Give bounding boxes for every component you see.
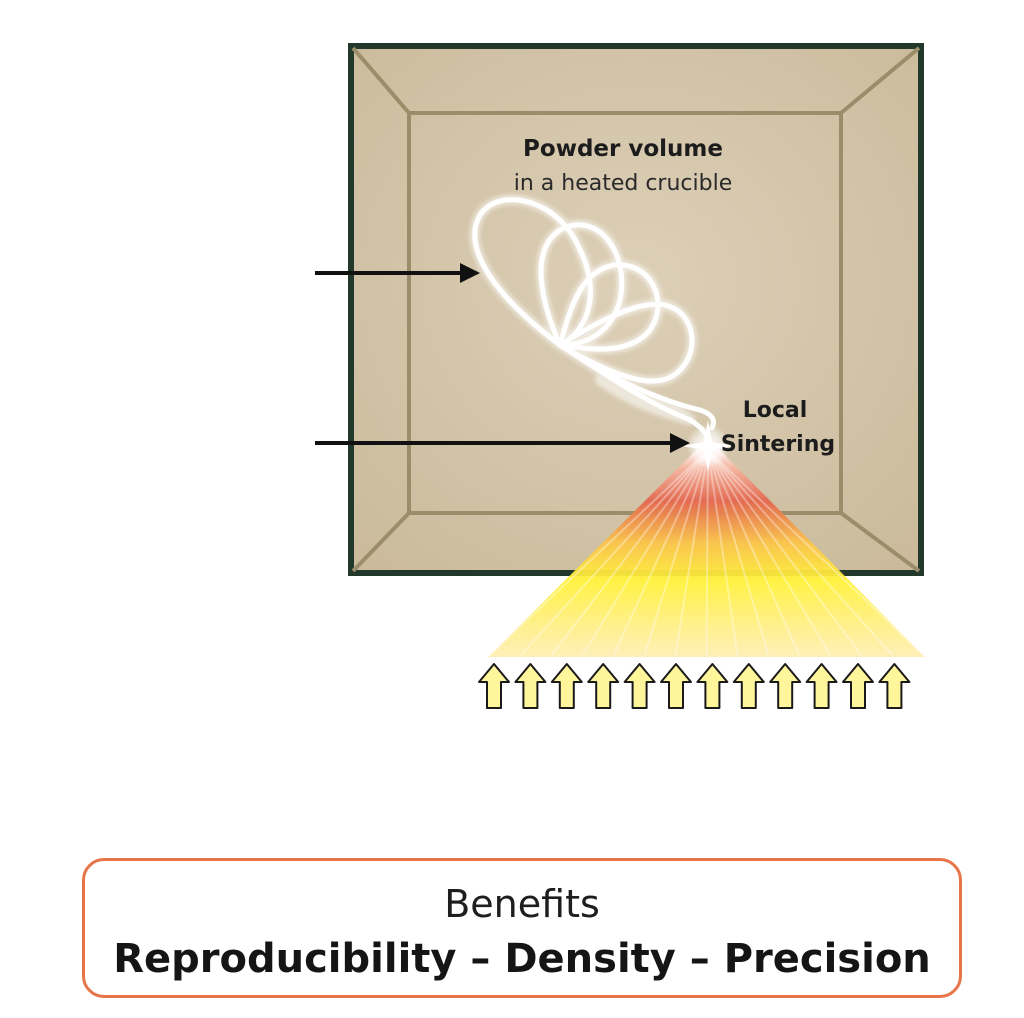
sintering-label-line2: Sintering	[721, 432, 835, 457]
arrow-up-icon	[660, 663, 692, 709]
beam-ray	[707, 449, 862, 656]
chamber-perspective-lines	[351, 46, 921, 573]
chamber-edge-top-right	[839, 46, 921, 115]
arrow-up-icon	[842, 663, 874, 709]
powder-trajectory	[469, 194, 716, 443]
arrow-up-icon	[732, 663, 765, 709]
beam-ray	[489, 449, 709, 656]
arrow-right-icon	[315, 433, 690, 453]
chamber-edge-bottom-left	[351, 511, 411, 573]
beam-ray	[707, 449, 893, 656]
beam-ray	[520, 449, 709, 656]
arrow-up-icon	[550, 663, 583, 709]
beam-ray	[707, 449, 924, 656]
arrow-up-icon	[623, 663, 656, 709]
beam-ray	[612, 449, 709, 656]
crucible-label-title: Powder volume	[523, 136, 723, 162]
arrow-up-icon	[696, 663, 729, 709]
chamber-edge-bottom-right	[839, 511, 921, 573]
arrow-right-icon	[315, 263, 480, 283]
arrow-up-icon	[587, 663, 620, 709]
beam-ray	[705, 449, 709, 656]
beam-ray	[707, 449, 770, 656]
sintering-label-line1: Local	[743, 398, 808, 423]
beam-ray	[643, 449, 709, 656]
chamber-back-wall	[407, 111, 843, 515]
beam-ray	[707, 449, 832, 656]
benefits-title: Benefits	[444, 882, 600, 926]
beam-ray	[551, 449, 709, 656]
arrow-up-icon	[769, 663, 802, 709]
trajectory-loops	[472, 197, 716, 443]
benefits-box: Benefits Reproducibility – Density – Pre…	[82, 858, 962, 998]
beam-ray	[674, 449, 709, 656]
arrow-up-icon	[805, 663, 838, 709]
chamber-edge-top-left	[351, 46, 411, 115]
arrow-up-icon	[514, 663, 547, 709]
crucible-label-subtitle: in a heated crucible	[514, 171, 733, 196]
benefits-list: Reproducibility – Density – Precision	[113, 936, 931, 982]
beam-ray	[581, 449, 709, 656]
beam-ray	[707, 449, 739, 656]
sparkle-icon	[682, 420, 734, 472]
arrow-up-icon	[878, 663, 911, 709]
heat-arrows-row	[478, 663, 911, 709]
beam-ray	[707, 449, 801, 656]
arrow-up-icon	[478, 663, 510, 709]
pointer-arrows	[315, 263, 690, 453]
heat-beam	[488, 446, 925, 657]
